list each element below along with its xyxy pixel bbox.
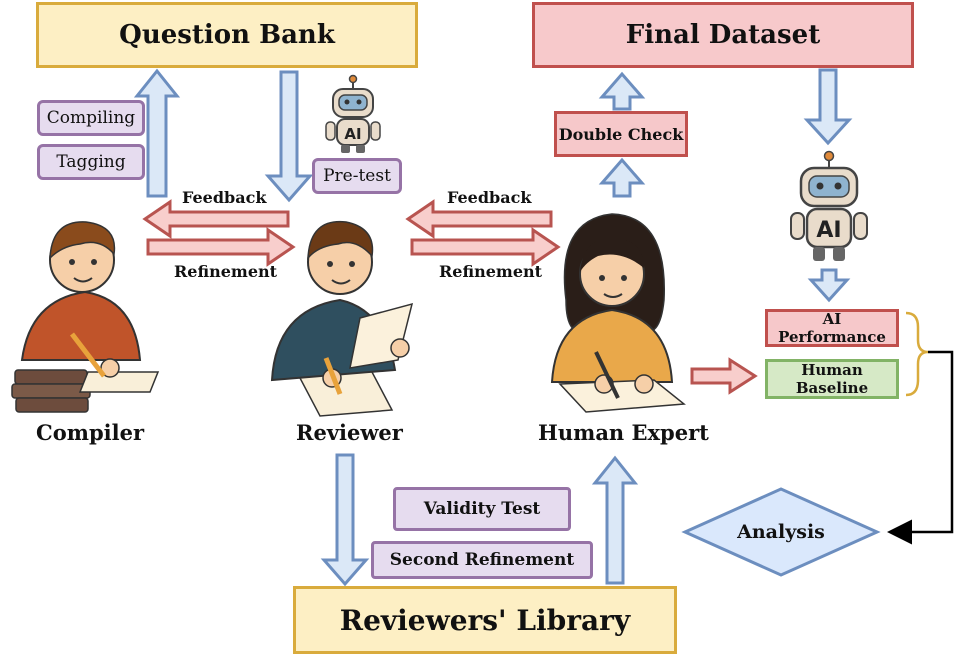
compiler-illustration: [11, 221, 160, 413]
arrow-feedback-left: [142, 199, 290, 239]
results-brace: [905, 311, 929, 397]
robot-icon-pretest: AI: [325, 74, 381, 153]
question-bank-label: Question Bank: [119, 20, 335, 50]
arrow-library-to-expert: [591, 455, 639, 585]
analysis-label: Analysis: [736, 521, 825, 543]
final-dataset-box: Final Dataset: [532, 2, 914, 68]
arrow-doublecheck-to-final: [598, 71, 646, 111]
human-expert-illustration: [550, 213, 686, 413]
pre-test-tag: Pre-test: [312, 158, 402, 194]
svg-text:AI: AI: [344, 125, 361, 143]
second-refinement-tag: Second Refinement: [371, 541, 593, 579]
analysis-diamond: [681, 487, 881, 577]
refinement-right-label: Refinement: [439, 262, 543, 281]
compiler-label: Compiler: [36, 420, 145, 445]
arrow-brace-to-analysis: [887, 350, 954, 545]
arrow-reviewer-to-library: [320, 453, 370, 587]
feedback-right-label: Feedback: [447, 188, 532, 207]
reviewer-illustration: [270, 220, 414, 417]
human-baseline-box: Human Baseline: [765, 359, 899, 399]
arrow-expert-to-results: [690, 357, 758, 395]
arrow-bank-to-reviewer: [264, 70, 314, 203]
reviewers-library-label: Reviewers' Library: [339, 603, 631, 637]
ai-performance-box: AI Performance: [765, 309, 899, 347]
refinement-left-label: Refinement: [174, 262, 278, 281]
question-bank-box: Question Bank: [36, 2, 418, 68]
compiling-tag: Compiling: [37, 100, 145, 136]
tagging-tag: Tagging: [37, 144, 145, 180]
arrow-feedback-right: [405, 199, 553, 239]
arrow-compiler-to-bank: [133, 68, 181, 198]
final-dataset-label: Final Dataset: [625, 20, 821, 50]
arrow-expert-to-doublecheck: [598, 157, 646, 198]
svg-text:AI: AI: [816, 218, 841, 243]
validity-test-tag: Validity Test: [393, 487, 571, 531]
double-check-box: Double Check: [554, 111, 688, 157]
robot-icon-ai: AI: [790, 150, 868, 261]
reviewers-library-box: Reviewers' Library: [293, 586, 677, 654]
feedback-left-label: Feedback: [182, 188, 267, 207]
arrow-final-to-ai: [803, 68, 853, 146]
arrow-refinement-right: [410, 227, 561, 267]
reviewer-label: Reviewer: [296, 420, 403, 445]
arrow-ai-to-performance: [807, 268, 851, 303]
human-expert-label: Human Expert: [538, 420, 709, 445]
arrow-refinement-left: [146, 227, 296, 267]
